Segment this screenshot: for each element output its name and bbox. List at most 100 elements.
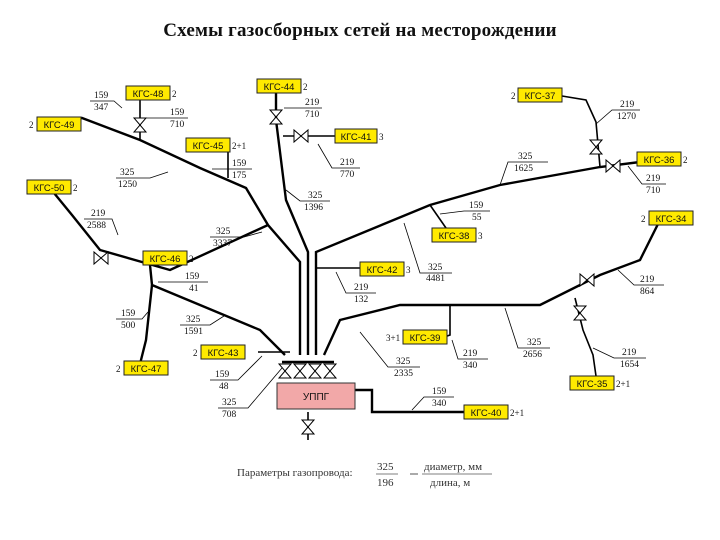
svg-text:500: 500: [121, 321, 136, 331]
svg-text:325: 325: [222, 398, 237, 408]
svg-text:219: 219: [354, 283, 369, 293]
svg-text:1396: 1396: [304, 203, 323, 213]
svg-text:1591: 1591: [184, 327, 203, 337]
svg-text:2: 2: [511, 91, 516, 101]
svg-text:КГС-37: КГС-37: [525, 91, 556, 102]
svg-text:159: 159: [185, 272, 200, 282]
pipe-n-trunk: [274, 93, 310, 355]
valve-icon[interactable]: [307, 363, 323, 379]
svg-text:55: 55: [472, 213, 482, 223]
svg-text:219: 219: [620, 100, 635, 110]
station-kgs34[interactable]: КГС-342: [641, 210, 694, 226]
svg-text:325: 325: [186, 315, 201, 325]
valves: [93, 109, 621, 435]
valve-icon[interactable]: [132, 117, 148, 133]
svg-text:159: 159: [94, 91, 109, 101]
svg-text:710: 710: [646, 186, 661, 196]
valve-icon[interactable]: [579, 272, 595, 288]
station-kgs37[interactable]: КГС-37 2: [511, 87, 563, 103]
svg-text:2: 2: [193, 348, 198, 358]
svg-text:КГС-47: КГС-47: [131, 364, 162, 375]
station-kgs47[interactable]: КГС-47 2: [116, 360, 169, 376]
svg-text:219: 219: [91, 209, 106, 219]
legend: Параметры газопровода: 325 196 диаметр, …: [237, 461, 492, 489]
svg-text:219: 219: [340, 158, 355, 168]
svg-text:3: 3: [478, 231, 483, 241]
svg-text:770: 770: [340, 170, 355, 180]
svg-text:864: 864: [640, 287, 655, 297]
svg-text:КГС-41: КГС-41: [341, 132, 372, 143]
svg-text:340: 340: [463, 361, 478, 371]
svg-text:2+1: 2+1: [232, 141, 246, 151]
legend-bottom-text: длина, м: [430, 477, 470, 489]
pipe-se-trunk: [322, 219, 662, 356]
svg-text:159: 159: [469, 201, 484, 211]
svg-text:КГС-49: КГС-49: [44, 120, 75, 131]
station-kgs38[interactable]: КГС-38 3: [431, 227, 483, 243]
valve-icon[interactable]: [93, 250, 109, 266]
svg-text:132: 132: [354, 295, 369, 305]
svg-text:41: 41: [189, 284, 199, 294]
valve-icon[interactable]: [572, 305, 588, 321]
svg-text:КГС-43: КГС-43: [208, 348, 239, 359]
svg-text:219: 219: [622, 348, 637, 358]
svg-text:325: 325: [120, 168, 135, 178]
pipe-nw-trunk: [60, 116, 302, 355]
svg-text:710: 710: [170, 120, 185, 130]
svg-text:3+1: 3+1: [386, 333, 400, 343]
svg-text:2: 2: [189, 254, 194, 264]
pipe-kgs40: [355, 388, 464, 414]
svg-text:4481: 4481: [426, 274, 445, 284]
valve-icon[interactable]: [292, 363, 308, 379]
svg-text:2335: 2335: [394, 369, 413, 379]
valve-icon[interactable]: [300, 419, 316, 435]
svg-text:2: 2: [172, 89, 177, 99]
valve-icon[interactable]: [588, 139, 604, 155]
svg-text:159: 159: [215, 370, 230, 380]
svg-text:2: 2: [683, 155, 688, 165]
valve-icon[interactable]: [277, 363, 293, 379]
svg-text:219: 219: [463, 349, 478, 359]
station-kgs49[interactable]: КГС-492: [29, 116, 82, 132]
valve-icon[interactable]: [268, 109, 284, 125]
plant-block[interactable]: УППГ: [276, 382, 356, 410]
valve-icon[interactable]: [322, 363, 338, 379]
svg-text:325: 325: [396, 357, 411, 367]
station-kgs43[interactable]: КГС-43 2: [193, 344, 246, 360]
svg-text:325: 325: [527, 338, 542, 348]
svg-text:340: 340: [432, 399, 447, 409]
valve-icon[interactable]: [293, 128, 309, 144]
svg-text:159: 159: [232, 159, 247, 169]
svg-text:708: 708: [222, 410, 237, 420]
svg-text:3337: 3337: [213, 239, 232, 249]
station-kgs39[interactable]: КГС-39 3+1: [386, 329, 448, 345]
svg-text:2: 2: [116, 364, 121, 374]
svg-text:КГС-38: КГС-38: [439, 231, 470, 242]
valve-icon[interactable]: [605, 158, 621, 174]
svg-text:КГС-39: КГС-39: [410, 333, 441, 344]
svg-text:175: 175: [232, 171, 247, 181]
